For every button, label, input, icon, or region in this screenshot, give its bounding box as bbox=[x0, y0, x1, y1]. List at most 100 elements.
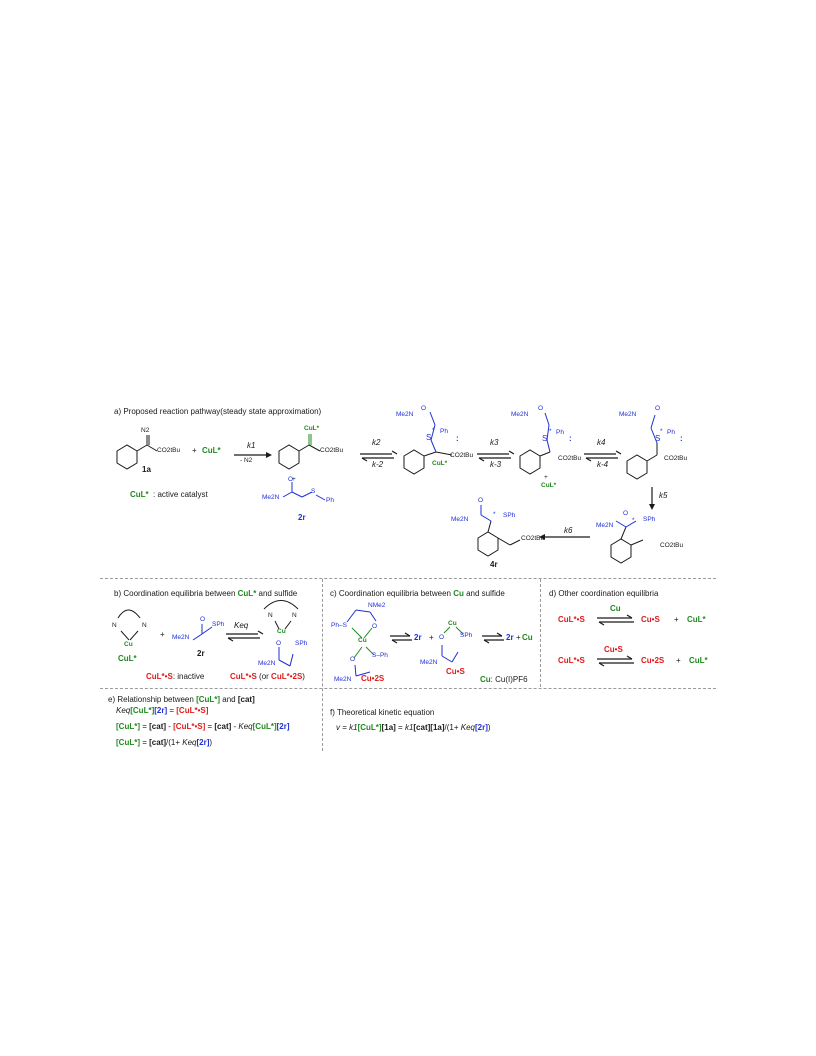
ligand-arc bbox=[263, 600, 299, 610]
keq: Keq bbox=[460, 723, 475, 732]
arrowhead bbox=[266, 452, 272, 458]
arrowhead bbox=[391, 450, 398, 455]
label-n: N bbox=[112, 622, 117, 629]
bond bbox=[354, 664, 357, 677]
lone-pair: : bbox=[569, 434, 572, 443]
bond bbox=[353, 646, 363, 659]
bond bbox=[351, 627, 363, 639]
panel-b-title: b) Coordination equilibria between CuL* … bbox=[114, 589, 297, 598]
keq: Keq bbox=[238, 722, 253, 731]
label-cu: Cu bbox=[448, 620, 457, 627]
label-o: O bbox=[372, 623, 378, 630]
panel-c-title-cu: Cu bbox=[453, 589, 464, 598]
bond bbox=[355, 609, 371, 613]
arrowhead bbox=[615, 450, 622, 455]
bond bbox=[423, 451, 437, 457]
label-sph: SPh bbox=[460, 632, 473, 639]
kinetic-equation: v = k1[CuL*][1a] = k1[cat][1a]/(1+ Keq[2… bbox=[336, 723, 491, 732]
divide: /(1+ bbox=[444, 723, 461, 732]
plus-sign: + bbox=[292, 476, 296, 483]
label-cu: Cu bbox=[358, 637, 367, 644]
panel-f-title: f) Theoretical kinetic equation bbox=[330, 708, 435, 717]
bond bbox=[282, 491, 293, 498]
rate-k2: k2 bbox=[372, 438, 381, 447]
panel-e-title-cat: [cat] bbox=[237, 695, 255, 704]
cul-conc: [CuL*] bbox=[116, 722, 140, 731]
complex-b: CuL*•2S bbox=[271, 672, 303, 681]
row1-product: Cu•S bbox=[641, 615, 660, 624]
cul-conc: [CuL*] bbox=[130, 706, 155, 715]
bond bbox=[346, 609, 357, 623]
row2-product: Cu•2S bbox=[641, 656, 665, 665]
cat-conc: [cat] bbox=[149, 738, 167, 747]
bond bbox=[539, 451, 551, 457]
rate-k-2: k-2 bbox=[372, 460, 384, 469]
label-co2tbu: CO2tBu bbox=[450, 452, 474, 459]
arrowhead bbox=[539, 534, 545, 540]
bond bbox=[315, 494, 326, 501]
divider-vertical-1 bbox=[322, 579, 323, 751]
label-me2n: Me2N bbox=[596, 522, 614, 529]
plus-sign: + bbox=[516, 633, 521, 642]
bond bbox=[650, 414, 656, 429]
benzene-ring-1a bbox=[116, 444, 138, 470]
label-o: O bbox=[538, 405, 544, 412]
panel-e-title-pre: e) Relationship between bbox=[108, 695, 197, 704]
label-me2n: Me2N bbox=[451, 516, 469, 523]
label-nme2: NMe2 bbox=[368, 602, 386, 609]
plus-sign: + bbox=[192, 446, 197, 455]
bond bbox=[497, 537, 511, 546]
panel-c-title-post: and sulfide bbox=[463, 589, 505, 598]
cu-2s-label: Cu•2S bbox=[361, 674, 385, 683]
complex-a: CuL*•S bbox=[230, 672, 257, 681]
panel-b-title-cul: CuL* bbox=[237, 589, 257, 598]
label-o: O bbox=[276, 640, 282, 647]
label-o: O bbox=[200, 616, 206, 623]
label-me2n: Me2N bbox=[619, 411, 637, 418]
ligand-arc bbox=[117, 609, 141, 619]
label-sph: SPh bbox=[295, 640, 308, 647]
arrowhead bbox=[598, 621, 605, 626]
panel-b-title-pre: b) Coordination equilibria between bbox=[114, 589, 238, 598]
cul-conc: [CuL*] bbox=[116, 738, 140, 747]
a1-conc: [1a] bbox=[381, 723, 396, 732]
sulfonium-s: S bbox=[655, 434, 661, 443]
label-cu: Cu bbox=[277, 628, 286, 635]
panel-c-title: c) Coordination equilibria between Cu an… bbox=[330, 589, 505, 598]
rate-k-3: k-3 bbox=[490, 460, 502, 469]
benzene-ring-ylide-2 bbox=[519, 449, 541, 475]
cu-def-label: Cu bbox=[480, 675, 491, 684]
equals: = bbox=[340, 723, 350, 732]
cat-conc: [cat] bbox=[214, 722, 232, 731]
cu-definition: Cu: Cu(I)PF6 bbox=[480, 675, 528, 684]
complex-mid: (or bbox=[256, 672, 272, 681]
bond bbox=[369, 611, 377, 622]
bond bbox=[192, 633, 203, 641]
row2-plus: + bbox=[676, 656, 681, 665]
arrowhead bbox=[496, 632, 503, 637]
inactive-note: CuL*•S: inactive bbox=[146, 672, 204, 681]
arrowhead bbox=[598, 662, 605, 667]
label-ph: Ph bbox=[556, 429, 564, 436]
bond bbox=[646, 454, 658, 462]
bond bbox=[136, 444, 148, 452]
active-catalyst-name: CuL* bbox=[130, 490, 149, 499]
label-n2: N2 bbox=[141, 427, 150, 434]
arrowhead bbox=[626, 614, 633, 619]
bond bbox=[487, 520, 492, 533]
divider-vertical-2 bbox=[540, 579, 541, 687]
carbene-cul: CuL* bbox=[304, 425, 320, 432]
equals: = bbox=[167, 706, 177, 715]
label-star: * bbox=[432, 427, 435, 434]
label-sph: SPh bbox=[503, 512, 516, 519]
close-paren: ) bbox=[487, 723, 491, 732]
label-sph: SPh bbox=[643, 516, 656, 523]
label-me2n: Me2N bbox=[172, 634, 190, 641]
complex-label: CuL*•S (or CuL*•2S) bbox=[230, 672, 305, 681]
rate-k-4: k-4 bbox=[597, 460, 609, 469]
cul-conc: [CuL*] bbox=[252, 722, 277, 731]
bond bbox=[620, 526, 627, 540]
row2-released: CuL* bbox=[689, 656, 708, 665]
label-n: N bbox=[292, 612, 297, 619]
equation-e1: Keq[CuL*][2r] = [CuL*•S] bbox=[116, 706, 208, 715]
